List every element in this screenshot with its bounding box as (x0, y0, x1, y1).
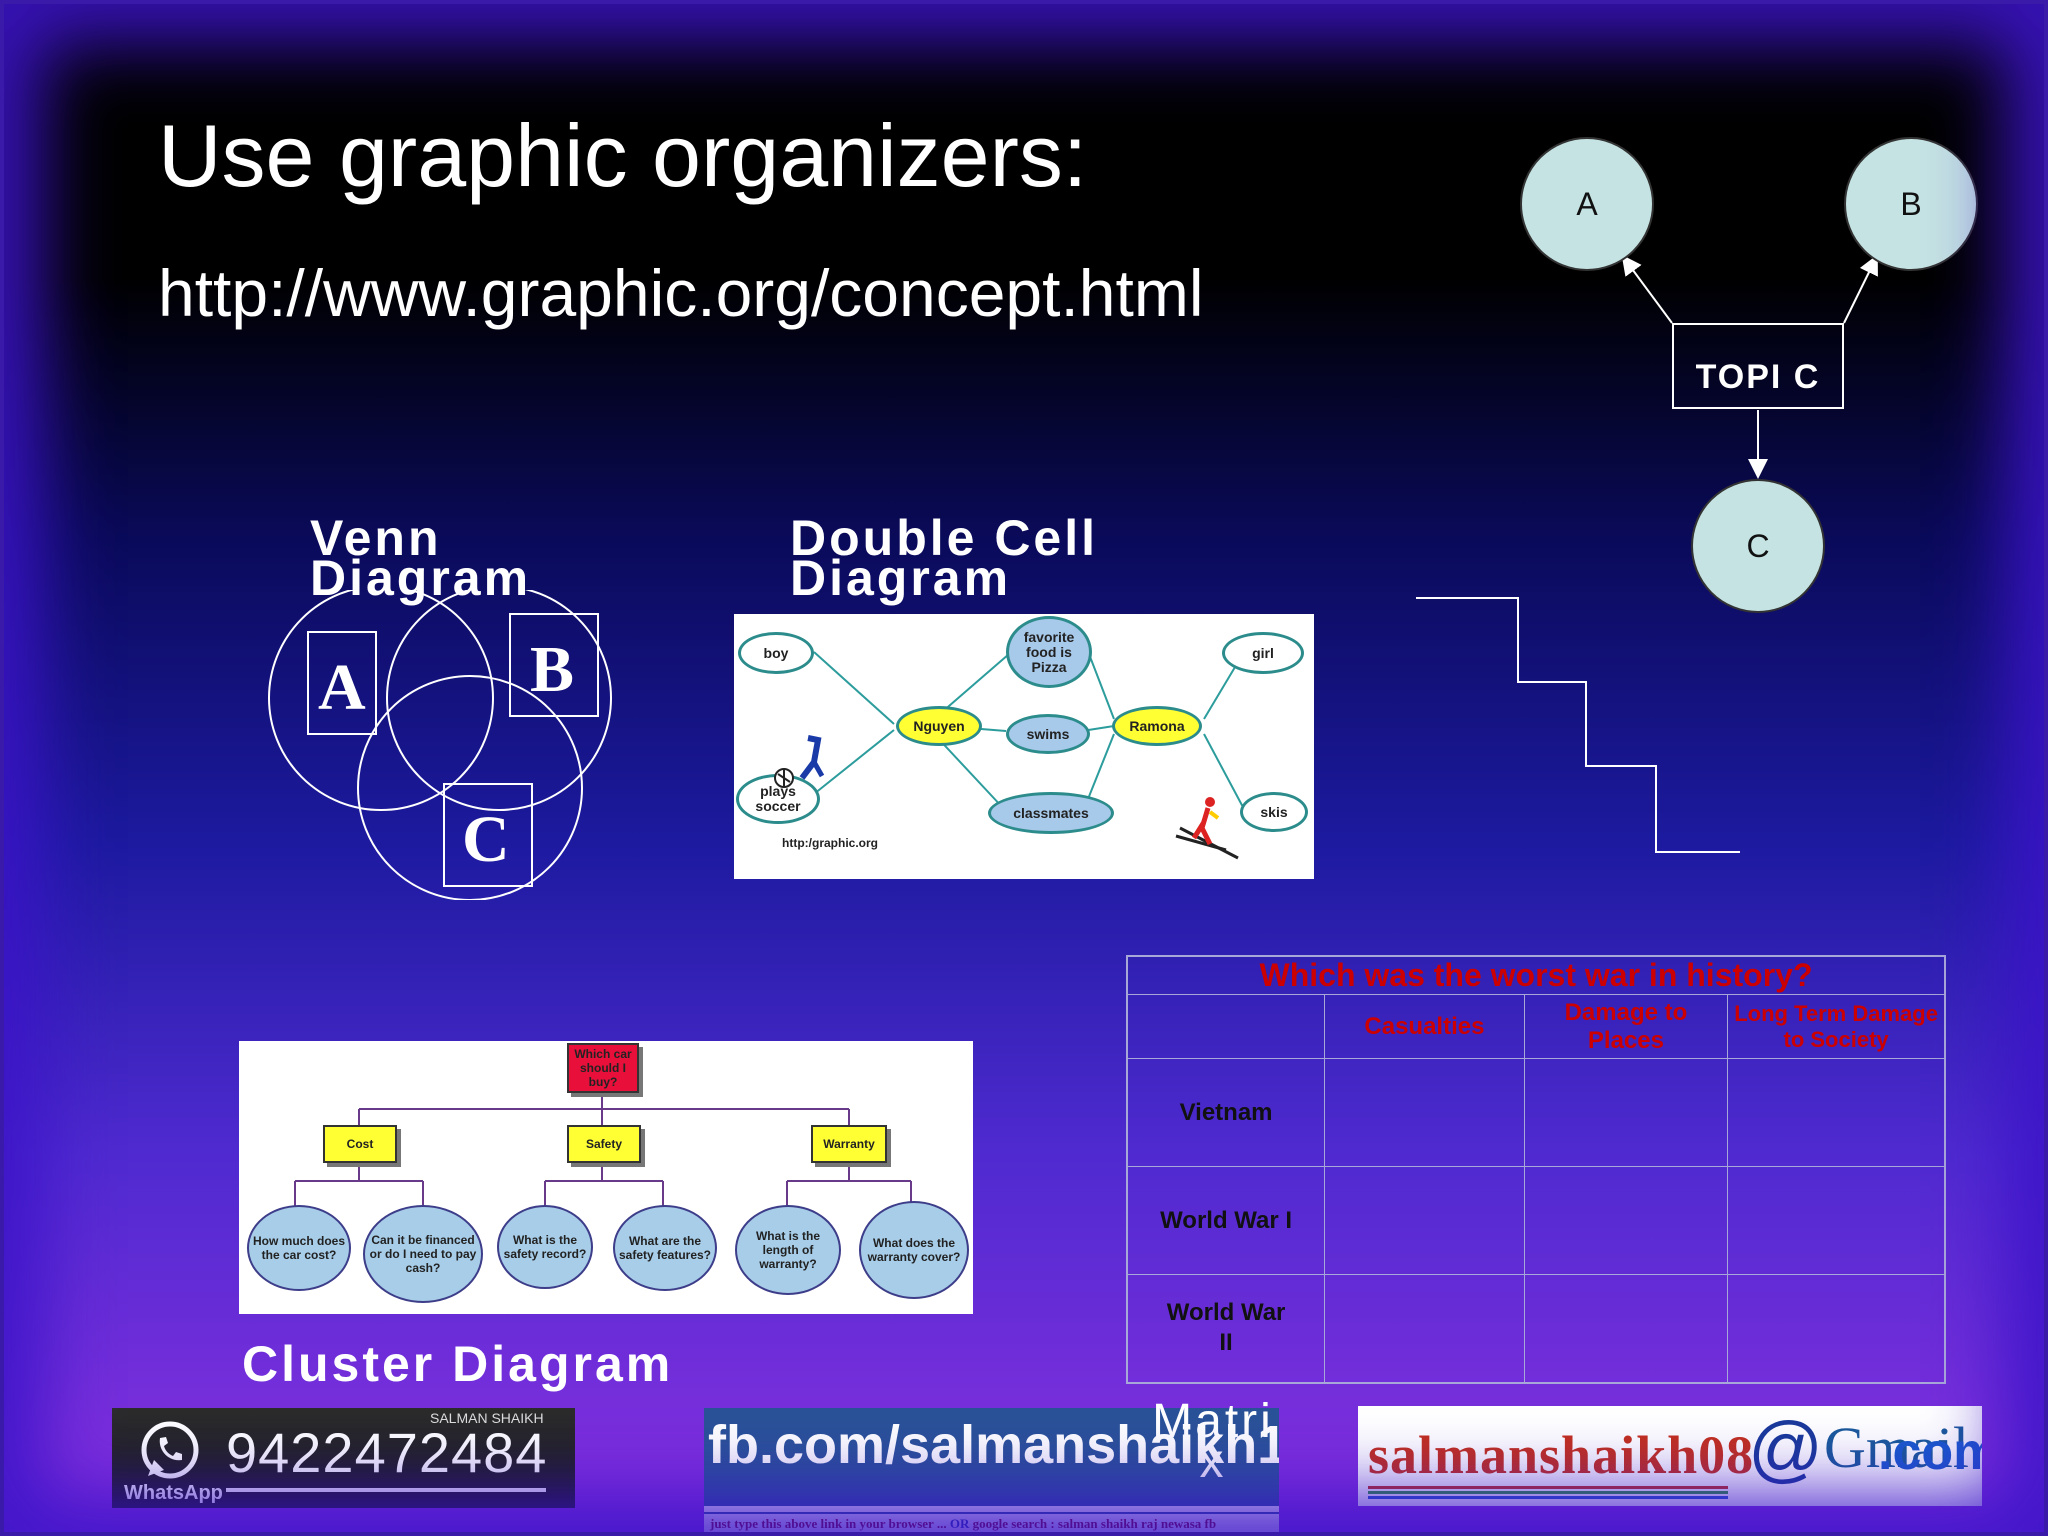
table-row: World War I (1127, 1167, 1945, 1275)
dc-shared-pizza: favorite food is Pizza (1006, 616, 1092, 688)
matrix-row-header: World War I (1127, 1167, 1325, 1275)
matrix-row-header: World War II (1127, 1275, 1325, 1383)
staircase-lines (1410, 590, 1750, 860)
matrix-cell (1524, 1059, 1727, 1167)
table-row: World War II (1127, 1275, 1945, 1383)
topic-node-b: B (1844, 137, 1978, 271)
whatsapp-brand: WhatsApp (124, 1482, 223, 1505)
matrix-cell (1728, 1059, 1945, 1167)
venn-set-a: A (318, 650, 366, 726)
slide-title: Use graphic organizers: (158, 105, 1087, 207)
venn-diagram (266, 590, 646, 900)
table-row: Vietnam (1127, 1059, 1945, 1167)
cluster-leaf: Can it be financed or do I need to pay c… (363, 1205, 483, 1303)
dc-center-ramona: Ramona (1112, 706, 1202, 746)
venn-set-b: B (530, 632, 574, 708)
cluster-leaf: What is the length of warranty? (735, 1205, 841, 1295)
matrix-table: Which was the worst war in history? Casu… (1126, 955, 1946, 1384)
concept-url[interactable]: http://www.graphic.org/concept.html (158, 255, 1204, 331)
matrix-cell (1524, 1275, 1727, 1383)
cluster-root: Which car should I buy? (567, 1043, 639, 1093)
matrix-column-header: Damage to Places (1524, 995, 1727, 1059)
soccer-player-icon (774, 732, 834, 792)
skier-icon (1174, 792, 1244, 862)
whatsapp-number: 9422472484 (226, 1420, 547, 1485)
fb-note: just type this above link in your browse… (704, 1514, 1279, 1534)
dc-item-skis: skis (1240, 792, 1308, 832)
email-stripe-green (1368, 1491, 1728, 1494)
cluster-branch-cost: Cost (323, 1125, 397, 1163)
email-user: salmanshaikh08 (1368, 1424, 1754, 1486)
dc-shared-swims: swims (1006, 714, 1090, 754)
matrix-title: Which was the worst war in history? (1127, 956, 1945, 995)
double-cell-label: Double Cell Diagram (790, 518, 1210, 598)
whatsapp-icon (140, 1420, 200, 1480)
dc-item-girl: girl (1222, 632, 1304, 674)
matrix-cell (1325, 1059, 1525, 1167)
matrix-cell (1325, 1167, 1525, 1275)
cluster-branch-safety: Safety (567, 1125, 641, 1163)
matrix-column-header: Casualties (1325, 995, 1525, 1059)
dc-credit: http:/graphic.org (782, 836, 878, 850)
whatsapp-underline (226, 1488, 546, 1492)
matrix-label: Matri x (1148, 1402, 1278, 1482)
matrix-cell (1728, 1167, 1945, 1275)
whatsapp-badge[interactable]: SALMAN SHAIKH 9422472484 WhatsApp (112, 1408, 575, 1508)
matrix-cell (1524, 1167, 1727, 1275)
topic-box: TOPI C (1672, 323, 1844, 409)
cluster-diagram: Which car should I buy? Cost Safety Warr… (239, 1041, 973, 1314)
dc-center-nguyen: Nguyen (896, 706, 982, 746)
dc-shared-classmates: classmates (988, 792, 1114, 834)
email-stripe-blue (1368, 1496, 1728, 1499)
fb-divider (704, 1506, 1279, 1512)
cluster-leaf: How much does the car cost? (247, 1205, 351, 1291)
matrix-column-header: Long Term Damage to Society (1728, 995, 1945, 1059)
matrix-row-header: Vietnam (1127, 1059, 1325, 1167)
email-stripe-red (1368, 1486, 1728, 1489)
gmail-badge[interactable]: salmanshaikh08 @ Gmail .com (1358, 1406, 1982, 1506)
cluster-branch-warranty: Warranty (811, 1125, 887, 1163)
dc-item-boy: boy (738, 632, 814, 674)
email-tld: .com (1878, 1422, 1982, 1482)
email-at: @ (1748, 1406, 1823, 1491)
double-cell-diagram: boy plays soccer Nguyen favorite food is… (734, 614, 1314, 879)
matrix-corner-cell (1127, 995, 1325, 1059)
venn-set-c: C (462, 802, 510, 878)
matrix-cell (1325, 1275, 1525, 1383)
venn-label: Venn Diagram (310, 518, 570, 598)
cluster-leaf: What is the safety record? (497, 1205, 593, 1289)
cluster-leaf: What are the safety features? (613, 1205, 717, 1291)
cluster-label: Cluster Diagram (242, 1334, 673, 1394)
cluster-leaf: What does the warranty cover? (859, 1201, 969, 1299)
topic-node-a: A (1520, 137, 1654, 271)
matrix-cell (1728, 1275, 1945, 1383)
